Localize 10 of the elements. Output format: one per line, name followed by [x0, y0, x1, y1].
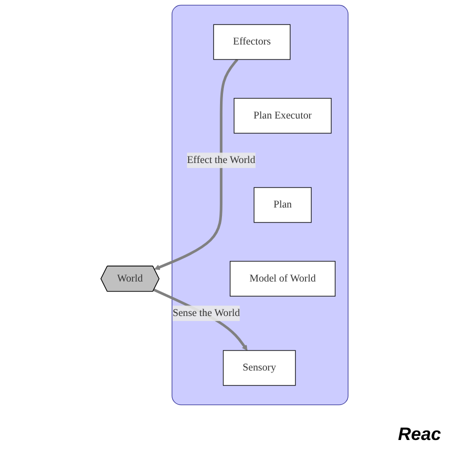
arrow: [153, 288, 248, 351]
note-text: Reac: [398, 424, 441, 445]
node-box: Effectors: [213, 24, 290, 60]
edge-label: Effect the World: [186, 154, 256, 166]
node-box: Model of World: [230, 260, 336, 296]
edge-label: Sense the World: [172, 308, 240, 319]
arrow: [154, 58, 238, 270]
node-box: Sensory: [222, 350, 296, 386]
node-box: Plan: [254, 187, 312, 223]
node-box: Plan Executor: [234, 98, 332, 134]
